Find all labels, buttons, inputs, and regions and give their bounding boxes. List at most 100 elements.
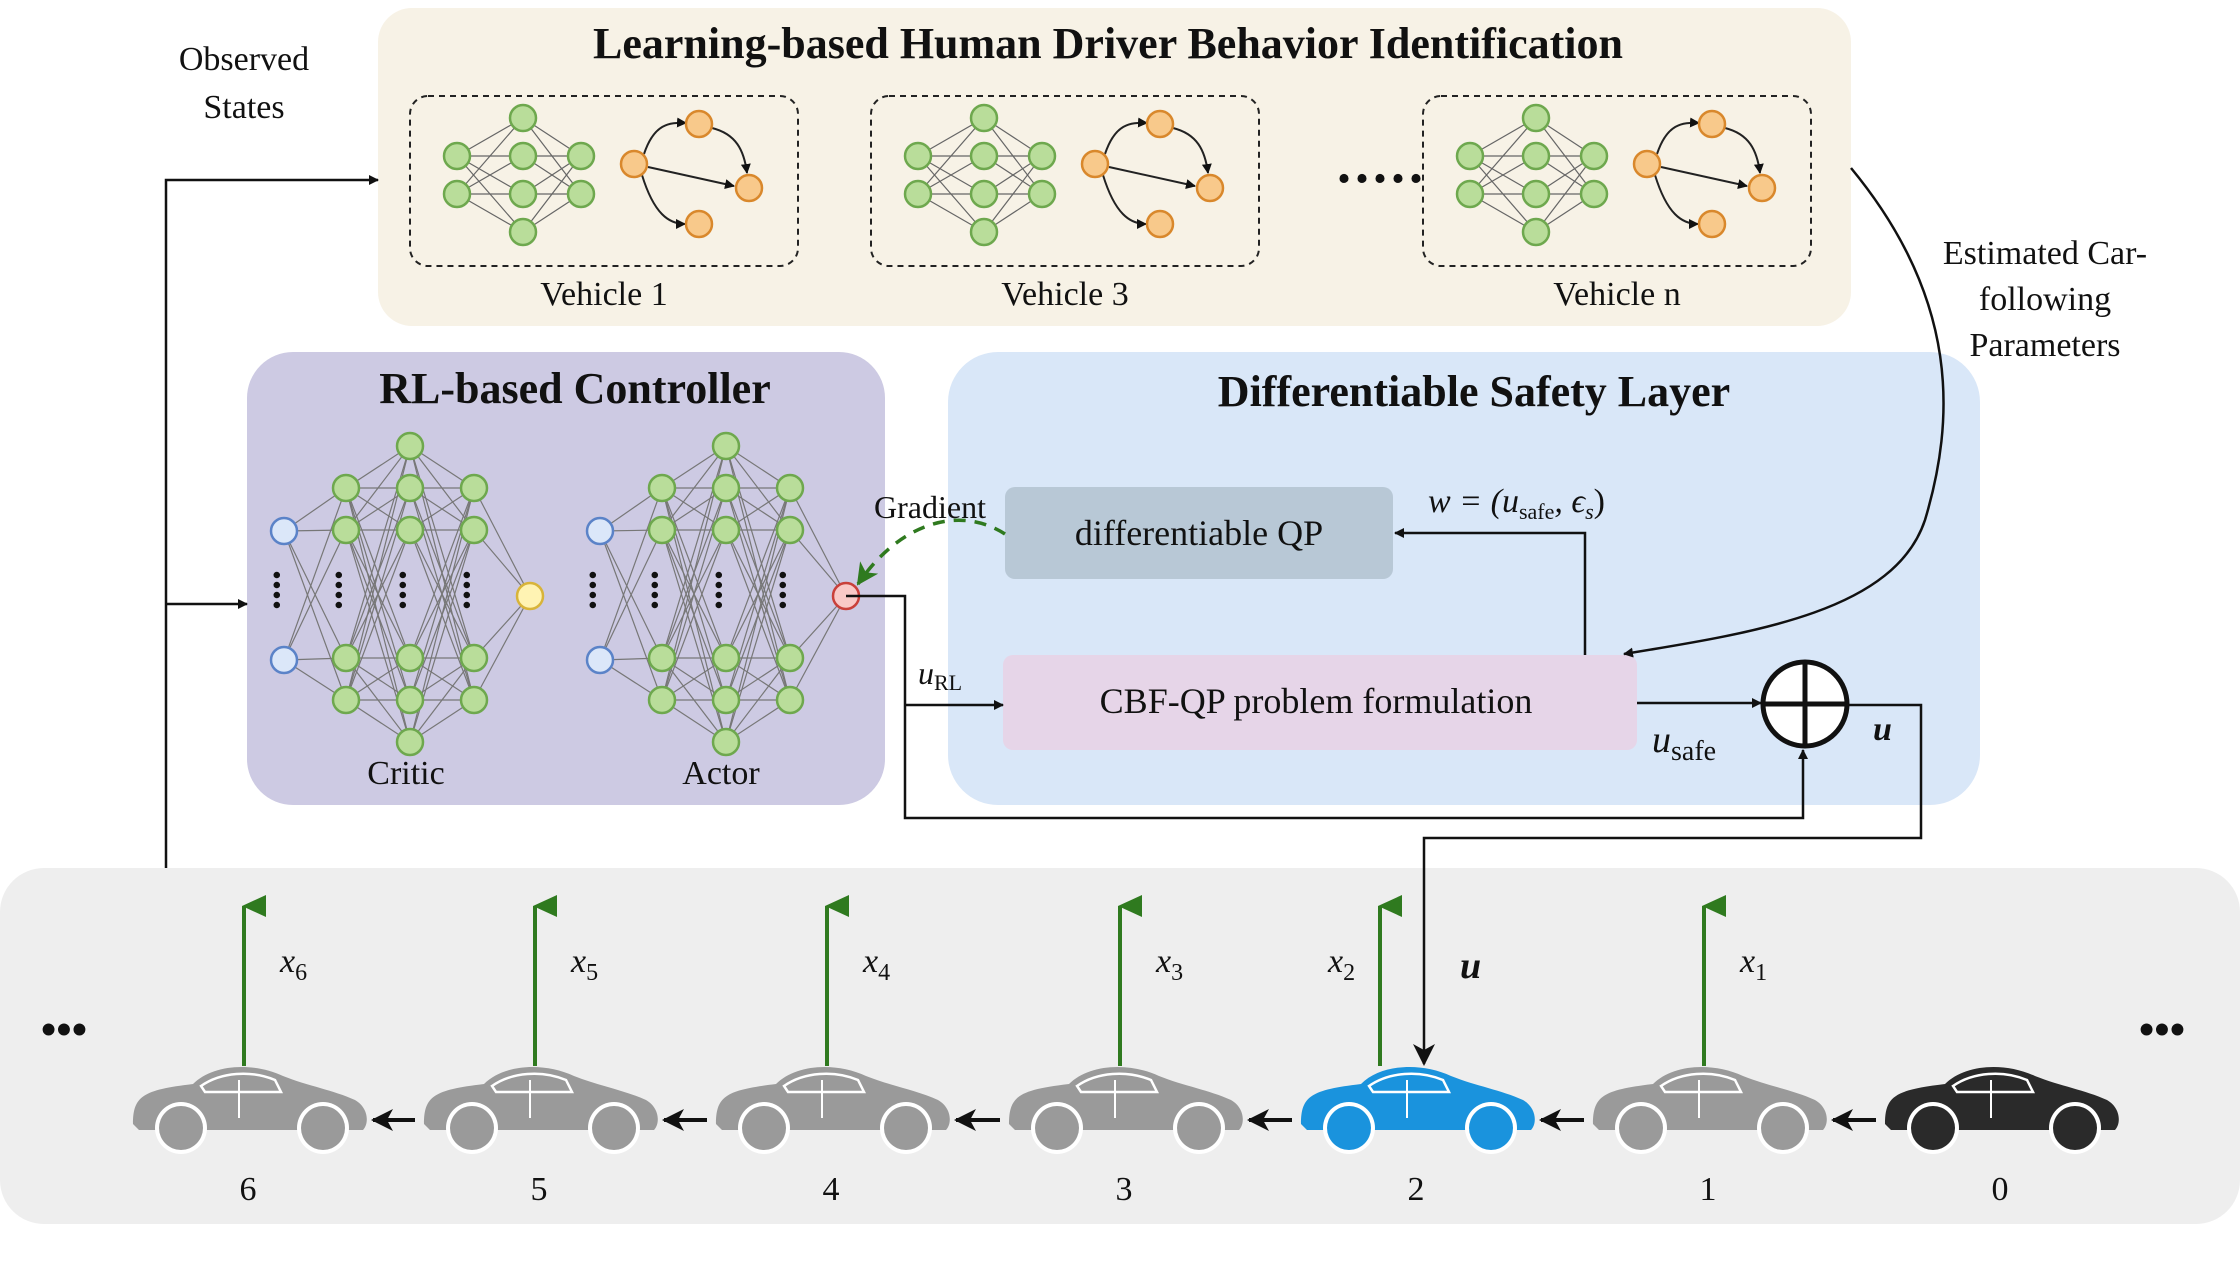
estimated-params-arrow: [1623, 167, 1945, 658]
hidden-node: [647, 515, 677, 545]
hidden-node: [459, 473, 489, 503]
nn-node: [1455, 179, 1485, 209]
vertical-dots: ....: [327, 570, 372, 610]
graph-edges: [1654, 117, 1764, 229]
input-node: [269, 516, 299, 546]
car-wheel: [1469, 1106, 1513, 1150]
actor-label: Actor: [682, 755, 760, 792]
vehicle-number: 4: [823, 1171, 840, 1208]
hidden-node: [775, 685, 805, 715]
u-vehicle-label: u: [1460, 945, 1481, 987]
vertical-dots: ....: [391, 570, 436, 610]
car-wheel: [1911, 1106, 1955, 1150]
vehicle-model-box: Vehicle n: [1422, 95, 1812, 313]
graph-node: [1747, 173, 1777, 203]
state-label: x3: [1155, 943, 1183, 986]
vehicle-6: 6x6: [133, 895, 415, 1208]
critic-label: Critic: [367, 755, 444, 792]
road-ellipsis-left: •••: [41, 1005, 87, 1054]
vehicle-number: 6: [240, 1171, 257, 1208]
vertical-dots: ....: [771, 570, 816, 610]
graph-edges: [641, 117, 751, 229]
critic-network: ................: [265, 431, 545, 757]
estimated-params-line2: following: [1979, 281, 2111, 318]
graph-node: [1697, 209, 1727, 239]
nn-node: [969, 141, 999, 171]
vehicle-box-label: Vehicle 3: [1001, 276, 1128, 313]
differentiable-qp-label: differentiable QP: [1075, 513, 1323, 553]
hidden-node: [331, 685, 361, 715]
vehicle-number: 1: [1700, 1171, 1717, 1208]
nn-node: [508, 141, 538, 171]
differentiable-qp-box: [1005, 487, 1393, 579]
hidden-node: [459, 643, 489, 673]
vehicle-number: 2: [1408, 1171, 1425, 1208]
hidden-node: [711, 473, 741, 503]
graph-node: [1080, 149, 1110, 179]
state-label: x1: [1739, 943, 1767, 986]
safety-layer-title: Differentiable Safety Layer: [1218, 367, 1730, 416]
vertical-dots: ....: [265, 570, 310, 610]
graph-node: [684, 109, 714, 139]
vehicle-0: 0: [1885, 1066, 2119, 1208]
hidden-node: [331, 643, 361, 673]
vertical-dots: ....: [643, 570, 688, 610]
hidden-node: [711, 727, 741, 757]
vehicle-box-label: Vehicle n: [1553, 276, 1680, 313]
observed-states-line1: Observed: [179, 41, 309, 78]
car-wheel: [301, 1106, 345, 1150]
input-node: [585, 516, 615, 546]
car-wheel: [742, 1106, 786, 1150]
vehicle-3: 3x3: [1009, 895, 1292, 1208]
cbf-qp-label: CBF-QP problem formulation: [1100, 681, 1533, 721]
hidden-node: [331, 473, 361, 503]
u-to-vehicle-arrow: [1413, 703, 1923, 1066]
vehicle-number: 0: [1992, 1171, 2009, 1208]
input-node: [269, 645, 299, 675]
output-node: [515, 581, 545, 611]
hidden-node: [395, 727, 425, 757]
vehicle-2: 2 x2: [1301, 895, 1584, 1208]
nn-node: [508, 179, 538, 209]
summation-node: [1760, 659, 1850, 749]
w-equation: w = (usafe, ϵs): [1428, 483, 1605, 524]
nn-node: [1521, 217, 1551, 247]
graph-edges: [1102, 117, 1212, 229]
hidden-node: [395, 685, 425, 715]
nn-node: [903, 179, 933, 209]
cbf-qp-box: [1003, 655, 1637, 750]
hidden-node: [711, 685, 741, 715]
u-safe-label: usafe: [1652, 719, 1716, 767]
hidden-node: [395, 431, 425, 461]
car-wheel: [1619, 1106, 1663, 1150]
actor-output-line: [846, 594, 1808, 820]
nn-node: [1027, 179, 1057, 209]
state-label: x2: [1327, 943, 1355, 986]
hidden-node: [331, 515, 361, 545]
nn-node: [508, 217, 538, 247]
vehicle-box-label: Vehicle 1: [540, 276, 667, 313]
vehicle-model-box: Vehicle 1: [409, 95, 799, 313]
u-rl-label: uRL: [918, 655, 962, 695]
car-wheel: [1177, 1106, 1221, 1150]
u-output-label: u: [1873, 711, 1892, 748]
car-wheel: [159, 1106, 203, 1150]
hidden-node: [395, 515, 425, 545]
state-label: x4: [862, 943, 890, 986]
cbf-to-qp-arrow: [1394, 528, 1587, 655]
hidden-node: [711, 515, 741, 545]
nn-node: [566, 141, 596, 171]
nn-node: [508, 103, 538, 133]
vertical-dots: ....: [455, 570, 500, 610]
vehicle-1: 1 x1: [1593, 895, 1876, 1208]
hidden-node: [775, 643, 805, 673]
graph-node: [1697, 109, 1727, 139]
hidden-node: [647, 643, 677, 673]
road-ellipsis-right: •••: [2139, 1005, 2185, 1054]
observed-states-line: [164, 175, 379, 868]
graph-node: [619, 149, 649, 179]
hidden-node: [711, 431, 741, 461]
graph-node: [1195, 173, 1225, 203]
observed-states-line2: States: [203, 89, 284, 126]
